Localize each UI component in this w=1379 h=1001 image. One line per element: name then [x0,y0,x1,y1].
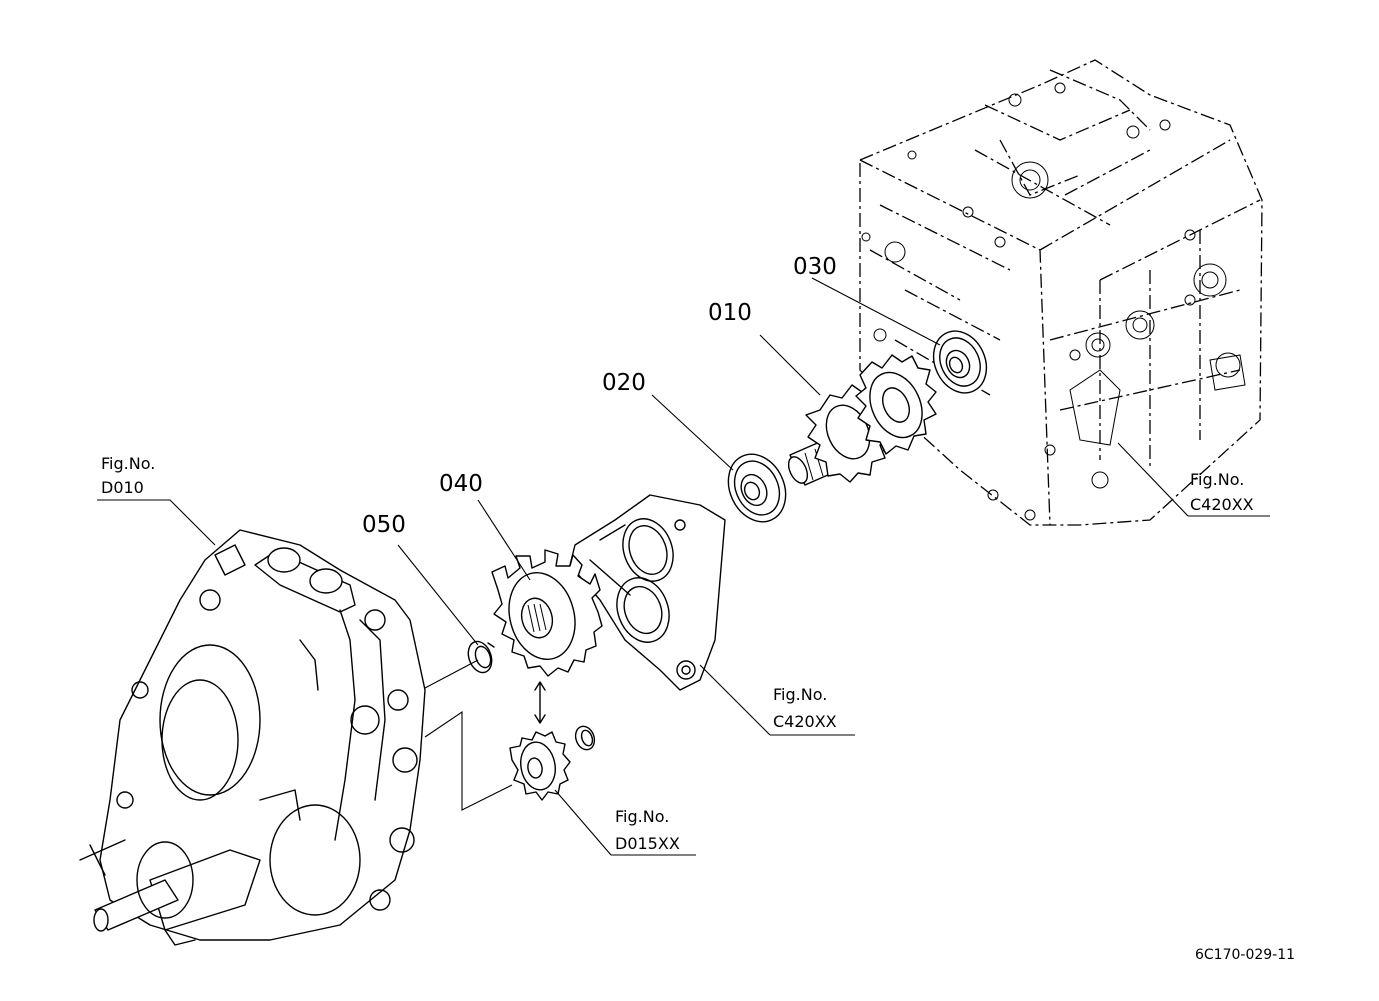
callout-020: 020 [602,370,646,396]
front-housing-drawing [79,529,426,946]
bearing-holder-plate [569,494,726,691]
ball-bearing-020 [727,453,787,523]
gear-shaft-010 [787,354,937,486]
fig-ref-c420xx-case-line1: Fig.No. [1190,470,1244,489]
fig-ref-d010-line1: Fig.No. [101,454,155,473]
snap-ring-050 [467,640,495,674]
callout-040: 040 [439,471,483,497]
fig-ref-d015xx-line2: D015XX [615,834,680,853]
fig-ref-c420xx-plate-line2: C420XX [773,712,837,731]
fig-ref-c420xx-case-line2: C420XX [1190,495,1254,514]
fig-ref-c420xx-plate-line1: Fig.No. [773,685,827,704]
callout-010: 010 [708,300,752,326]
transmission-case-drawing [859,59,1263,526]
leader-lines [97,277,1270,856]
callout-030: 030 [793,254,837,280]
callout-050: 050 [362,512,406,538]
fig-ref-d010-line2: D010 [101,478,144,497]
fig-ref-d015xx-line1: Fig.No. [615,807,669,826]
drawing-code: 6C170-029-11 [1195,947,1295,963]
connection-lines [424,659,513,811]
idle-gear-d015xx [509,681,596,801]
ball-bearing-030 [932,330,988,394]
gear-040 [491,549,603,677]
